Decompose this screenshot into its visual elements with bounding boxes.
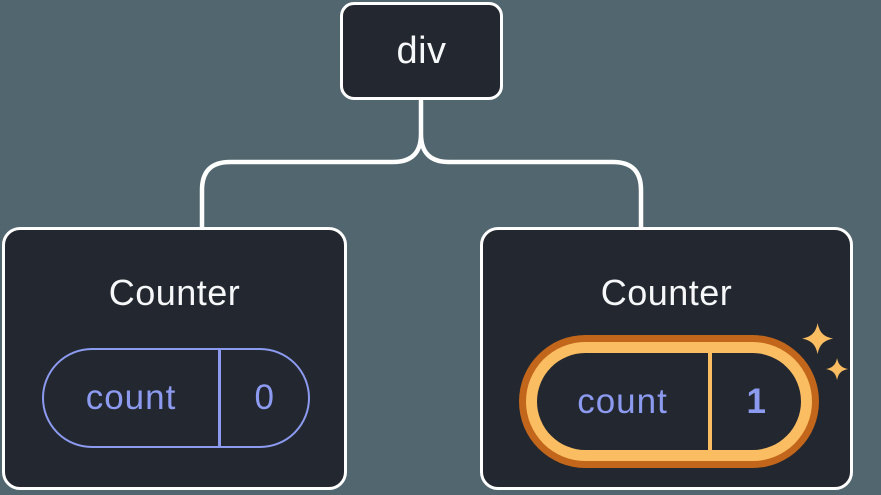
counter-node-left: Counter count 0 bbox=[2, 227, 347, 490]
state-pill-right: count 1 bbox=[537, 353, 801, 450]
counter-left-title: Counter bbox=[108, 272, 241, 313]
pill-divider-left bbox=[218, 350, 221, 446]
node-div-label: div bbox=[396, 29, 447, 72]
counter-right-title: Counter bbox=[600, 272, 733, 313]
counter-node-right: Counter count 1 bbox=[480, 227, 853, 490]
state-pill-right-highlight: count 1 bbox=[519, 335, 819, 468]
state-name-left: count bbox=[85, 378, 177, 417]
sparkles-icon bbox=[802, 323, 849, 381]
state-pill-left: count 0 bbox=[42, 348, 310, 448]
state-pill-right-glow: count 1 bbox=[526, 342, 812, 461]
state-value-right: 1 bbox=[746, 381, 766, 421]
state-name-right: count bbox=[577, 381, 668, 421]
pill-divider-right bbox=[708, 353, 712, 450]
state-value-left: 0 bbox=[254, 378, 274, 417]
tree-node-div: div bbox=[340, 2, 503, 100]
